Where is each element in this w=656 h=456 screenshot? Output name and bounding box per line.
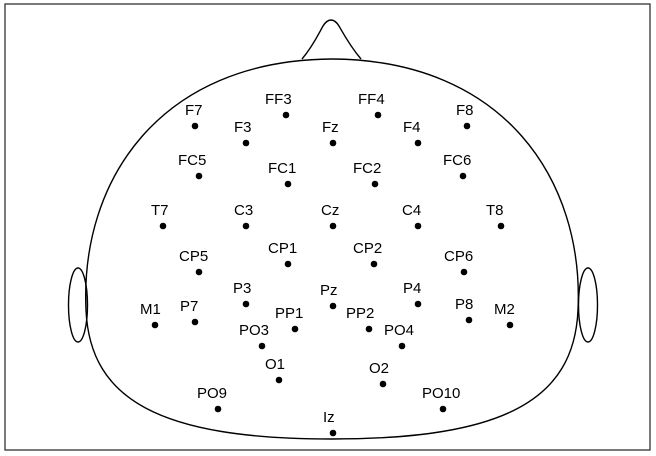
electrode-t8-dot bbox=[498, 223, 505, 230]
electrode-f8-label: F8 bbox=[456, 102, 474, 119]
electrode-cz-label: Cz bbox=[321, 202, 339, 219]
electrode-f7-label: F7 bbox=[185, 102, 203, 119]
electrode-o1-dot bbox=[276, 377, 283, 384]
electrode-po9-label: PO9 bbox=[197, 385, 227, 402]
electrode-fc6-dot bbox=[460, 173, 467, 180]
electrode-pz-dot bbox=[330, 303, 337, 310]
electrode-f8-dot bbox=[464, 123, 471, 130]
electrode-po4-dot bbox=[399, 343, 406, 350]
electrode-fz-label: Fz bbox=[322, 119, 339, 136]
electrode-m2-dot bbox=[507, 322, 514, 329]
electrode-f3-label: F3 bbox=[234, 119, 252, 136]
electrode-fc5-dot bbox=[196, 173, 203, 180]
electrode-pp2-label: PP2 bbox=[346, 305, 374, 322]
electrode-cp5-label: CP5 bbox=[179, 248, 208, 265]
electrode-cp1-dot bbox=[285, 261, 292, 268]
electrode-po9-dot bbox=[215, 406, 222, 413]
electrode-fc1-label: FC1 bbox=[268, 160, 296, 177]
electrode-o2-dot bbox=[380, 381, 387, 388]
electrode-cp5-dot bbox=[196, 269, 203, 276]
electrode-fc5-label: FC5 bbox=[178, 152, 206, 169]
electrode-f4-label: F4 bbox=[403, 119, 421, 136]
electrode-p3-label: P3 bbox=[233, 280, 251, 297]
electrode-pz-label: Pz bbox=[320, 282, 338, 299]
electrode-iz-label: Iz bbox=[323, 409, 335, 426]
electrode-p8-dot bbox=[466, 317, 473, 324]
electrode-t7-label: T7 bbox=[151, 202, 169, 219]
electrode-ff4-label: FF4 bbox=[358, 91, 385, 108]
electrode-fc6-label: FC6 bbox=[443, 152, 471, 169]
electrode-fc2-label: FC2 bbox=[353, 160, 381, 177]
electrode-f3-dot bbox=[243, 140, 250, 147]
electrode-cp2-dot bbox=[371, 261, 378, 268]
electrode-pp1-label: PP1 bbox=[275, 305, 303, 322]
electrode-pp2-dot bbox=[366, 326, 373, 333]
electrode-po10-dot bbox=[440, 406, 447, 413]
electrode-po4-label: PO4 bbox=[384, 322, 414, 339]
electrode-m1-dot bbox=[152, 322, 159, 329]
electrode-ff3-dot bbox=[283, 112, 290, 119]
electrode-po3-dot bbox=[259, 343, 266, 350]
electrode-ff3-label: FF3 bbox=[265, 91, 292, 108]
electrode-po3-label: PO3 bbox=[239, 322, 269, 339]
electrode-p7-label: P7 bbox=[180, 298, 198, 315]
electrode-m1-label: M1 bbox=[140, 301, 161, 318]
electrode-pp1-dot bbox=[292, 326, 299, 333]
electrode-f7-dot bbox=[192, 123, 199, 130]
electrode-fc2-dot bbox=[372, 181, 379, 188]
electrode-m2-label: M2 bbox=[494, 301, 515, 318]
electrode-o1-label: O1 bbox=[265, 356, 285, 373]
electrode-cp1-label: CP1 bbox=[268, 240, 297, 257]
electrode-iz-dot bbox=[330, 430, 337, 437]
diagram-frame bbox=[5, 4, 650, 450]
electrode-c3-dot bbox=[243, 223, 250, 230]
electrode-cp6-label: CP6 bbox=[444, 248, 473, 265]
electrode-p8-label: P8 bbox=[455, 296, 473, 313]
electrode-po10-label: PO10 bbox=[422, 385, 460, 402]
electrode-p4-dot bbox=[415, 301, 422, 308]
electrode-o2-label: O2 bbox=[369, 360, 389, 377]
electrode-t8-label: T8 bbox=[486, 202, 504, 219]
electrode-t7-dot bbox=[160, 223, 167, 230]
electrode-p7-dot bbox=[192, 319, 199, 326]
electrode-c3-label: C3 bbox=[234, 202, 253, 219]
electrode-cp2-label: CP2 bbox=[353, 240, 382, 257]
electrode-p3-dot bbox=[243, 301, 250, 308]
electrode-f4-dot bbox=[415, 140, 422, 147]
electrode-ff4-dot bbox=[375, 112, 382, 119]
electrode-c4-label: C4 bbox=[402, 202, 421, 219]
electrode-cp6-dot bbox=[461, 269, 468, 276]
electrode-c4-dot bbox=[415, 223, 422, 230]
electrode-fc1-dot bbox=[285, 181, 292, 188]
electrode-cz-dot bbox=[330, 223, 337, 230]
electrode-fz-dot bbox=[330, 140, 337, 147]
electrode-p4-label: P4 bbox=[403, 280, 421, 297]
